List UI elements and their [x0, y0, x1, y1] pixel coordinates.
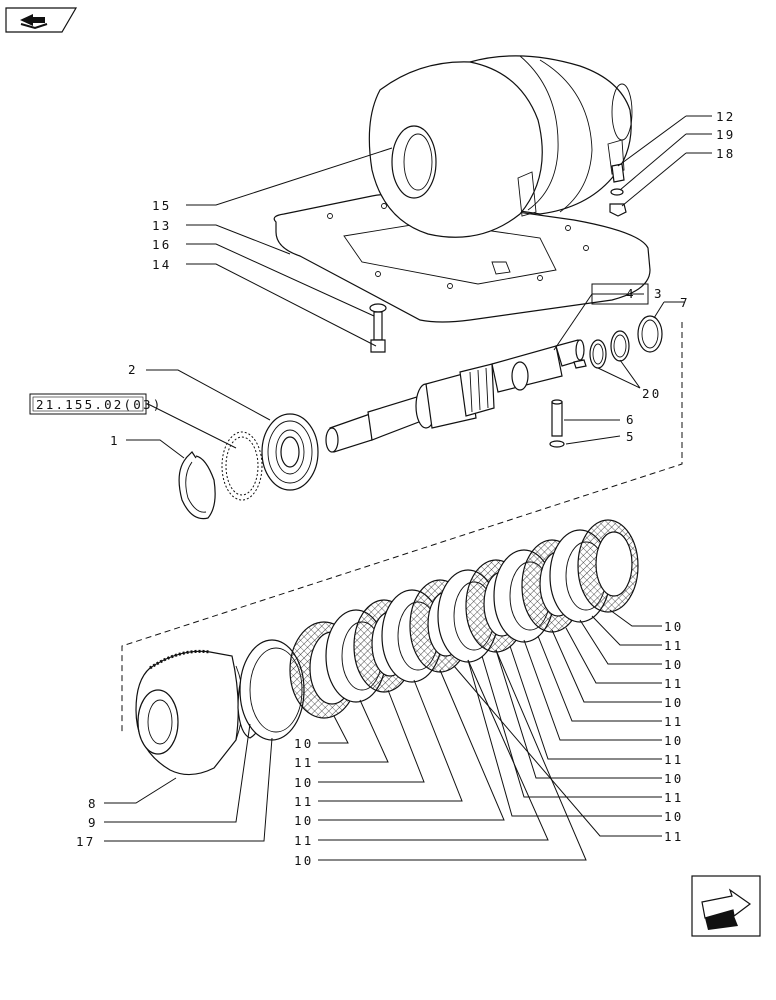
- clutch-plate-stack: [289, 519, 639, 719]
- callout-plate: 10: [664, 771, 683, 786]
- callout-12: 12: [716, 109, 735, 124]
- bolt-14: [369, 303, 387, 353]
- callout-5: 5: [626, 429, 636, 444]
- callout-7: 7: [680, 295, 690, 310]
- callout-plate: 11: [294, 755, 313, 770]
- callout-plate: 10: [294, 775, 313, 790]
- dowel-6: [549, 399, 565, 448]
- callout-plate: 10: [664, 733, 683, 748]
- assembly-outline: [121, 322, 683, 734]
- ring-7: [637, 315, 663, 353]
- callout-14: 14: [152, 257, 171, 272]
- gear-hub-8: [135, 649, 244, 776]
- callout-plate: 11: [664, 676, 683, 691]
- pin-4: [573, 359, 587, 369]
- converter-housing: [368, 55, 633, 238]
- reference-ring: [221, 431, 263, 501]
- mounting-plate: [273, 193, 651, 323]
- callout-plate: 11: [294, 794, 313, 809]
- callout-8: 8: [88, 796, 98, 811]
- callout-plate: 10: [664, 809, 683, 824]
- callout-1: 1: [110, 433, 120, 448]
- callout-plate: 11: [664, 829, 683, 844]
- callout-18: 18: [716, 146, 735, 161]
- main-shaft: [325, 339, 585, 453]
- rings-20: [589, 330, 630, 369]
- callout-plate: 11: [294, 833, 313, 848]
- reference-link-box[interactable]: 21.155.02(03): [29, 393, 162, 415]
- callout-17: 17: [76, 834, 95, 849]
- leader-lines: [104, 115, 712, 861]
- callout-plate: 11: [664, 790, 683, 805]
- callout-plate: 11: [664, 752, 683, 767]
- callout-16: 16: [152, 237, 171, 252]
- fastener-12-19-18: [609, 163, 627, 217]
- callout-3: 3: [654, 286, 664, 301]
- callout-plate: 11: [664, 638, 683, 653]
- callout-15: 15: [152, 198, 171, 213]
- callout-6: 6: [626, 412, 636, 427]
- callout-9: 9: [88, 815, 98, 830]
- callout-2: 2: [128, 362, 138, 377]
- folder-arrow-icon[interactable]: [5, 7, 78, 33]
- next-page-arrow-icon[interactable]: [691, 875, 761, 937]
- callout-19: 19: [716, 127, 735, 142]
- callout-20: 20: [642, 386, 661, 401]
- callout-plate: 11: [664, 714, 683, 729]
- callout-13: 13: [152, 218, 171, 233]
- callout-labels: 15 13 16 14 12 19 18 4 3 7 20 6 5 2 1 8 …: [76, 109, 735, 868]
- callout-plate: 10: [664, 657, 683, 672]
- snap-ring-1: [178, 451, 216, 520]
- callout-plate: 10: [664, 695, 683, 710]
- callout-plate: 10: [294, 853, 313, 868]
- bearing-2: [261, 413, 319, 491]
- callout-plate: 10: [294, 736, 313, 751]
- friction-plate: [577, 519, 639, 613]
- callout-plate: 10: [664, 619, 683, 634]
- callout-4: 4: [626, 286, 636, 301]
- reference-label: 21.155.02(03): [36, 397, 162, 412]
- callout-plate: 10: [294, 813, 313, 828]
